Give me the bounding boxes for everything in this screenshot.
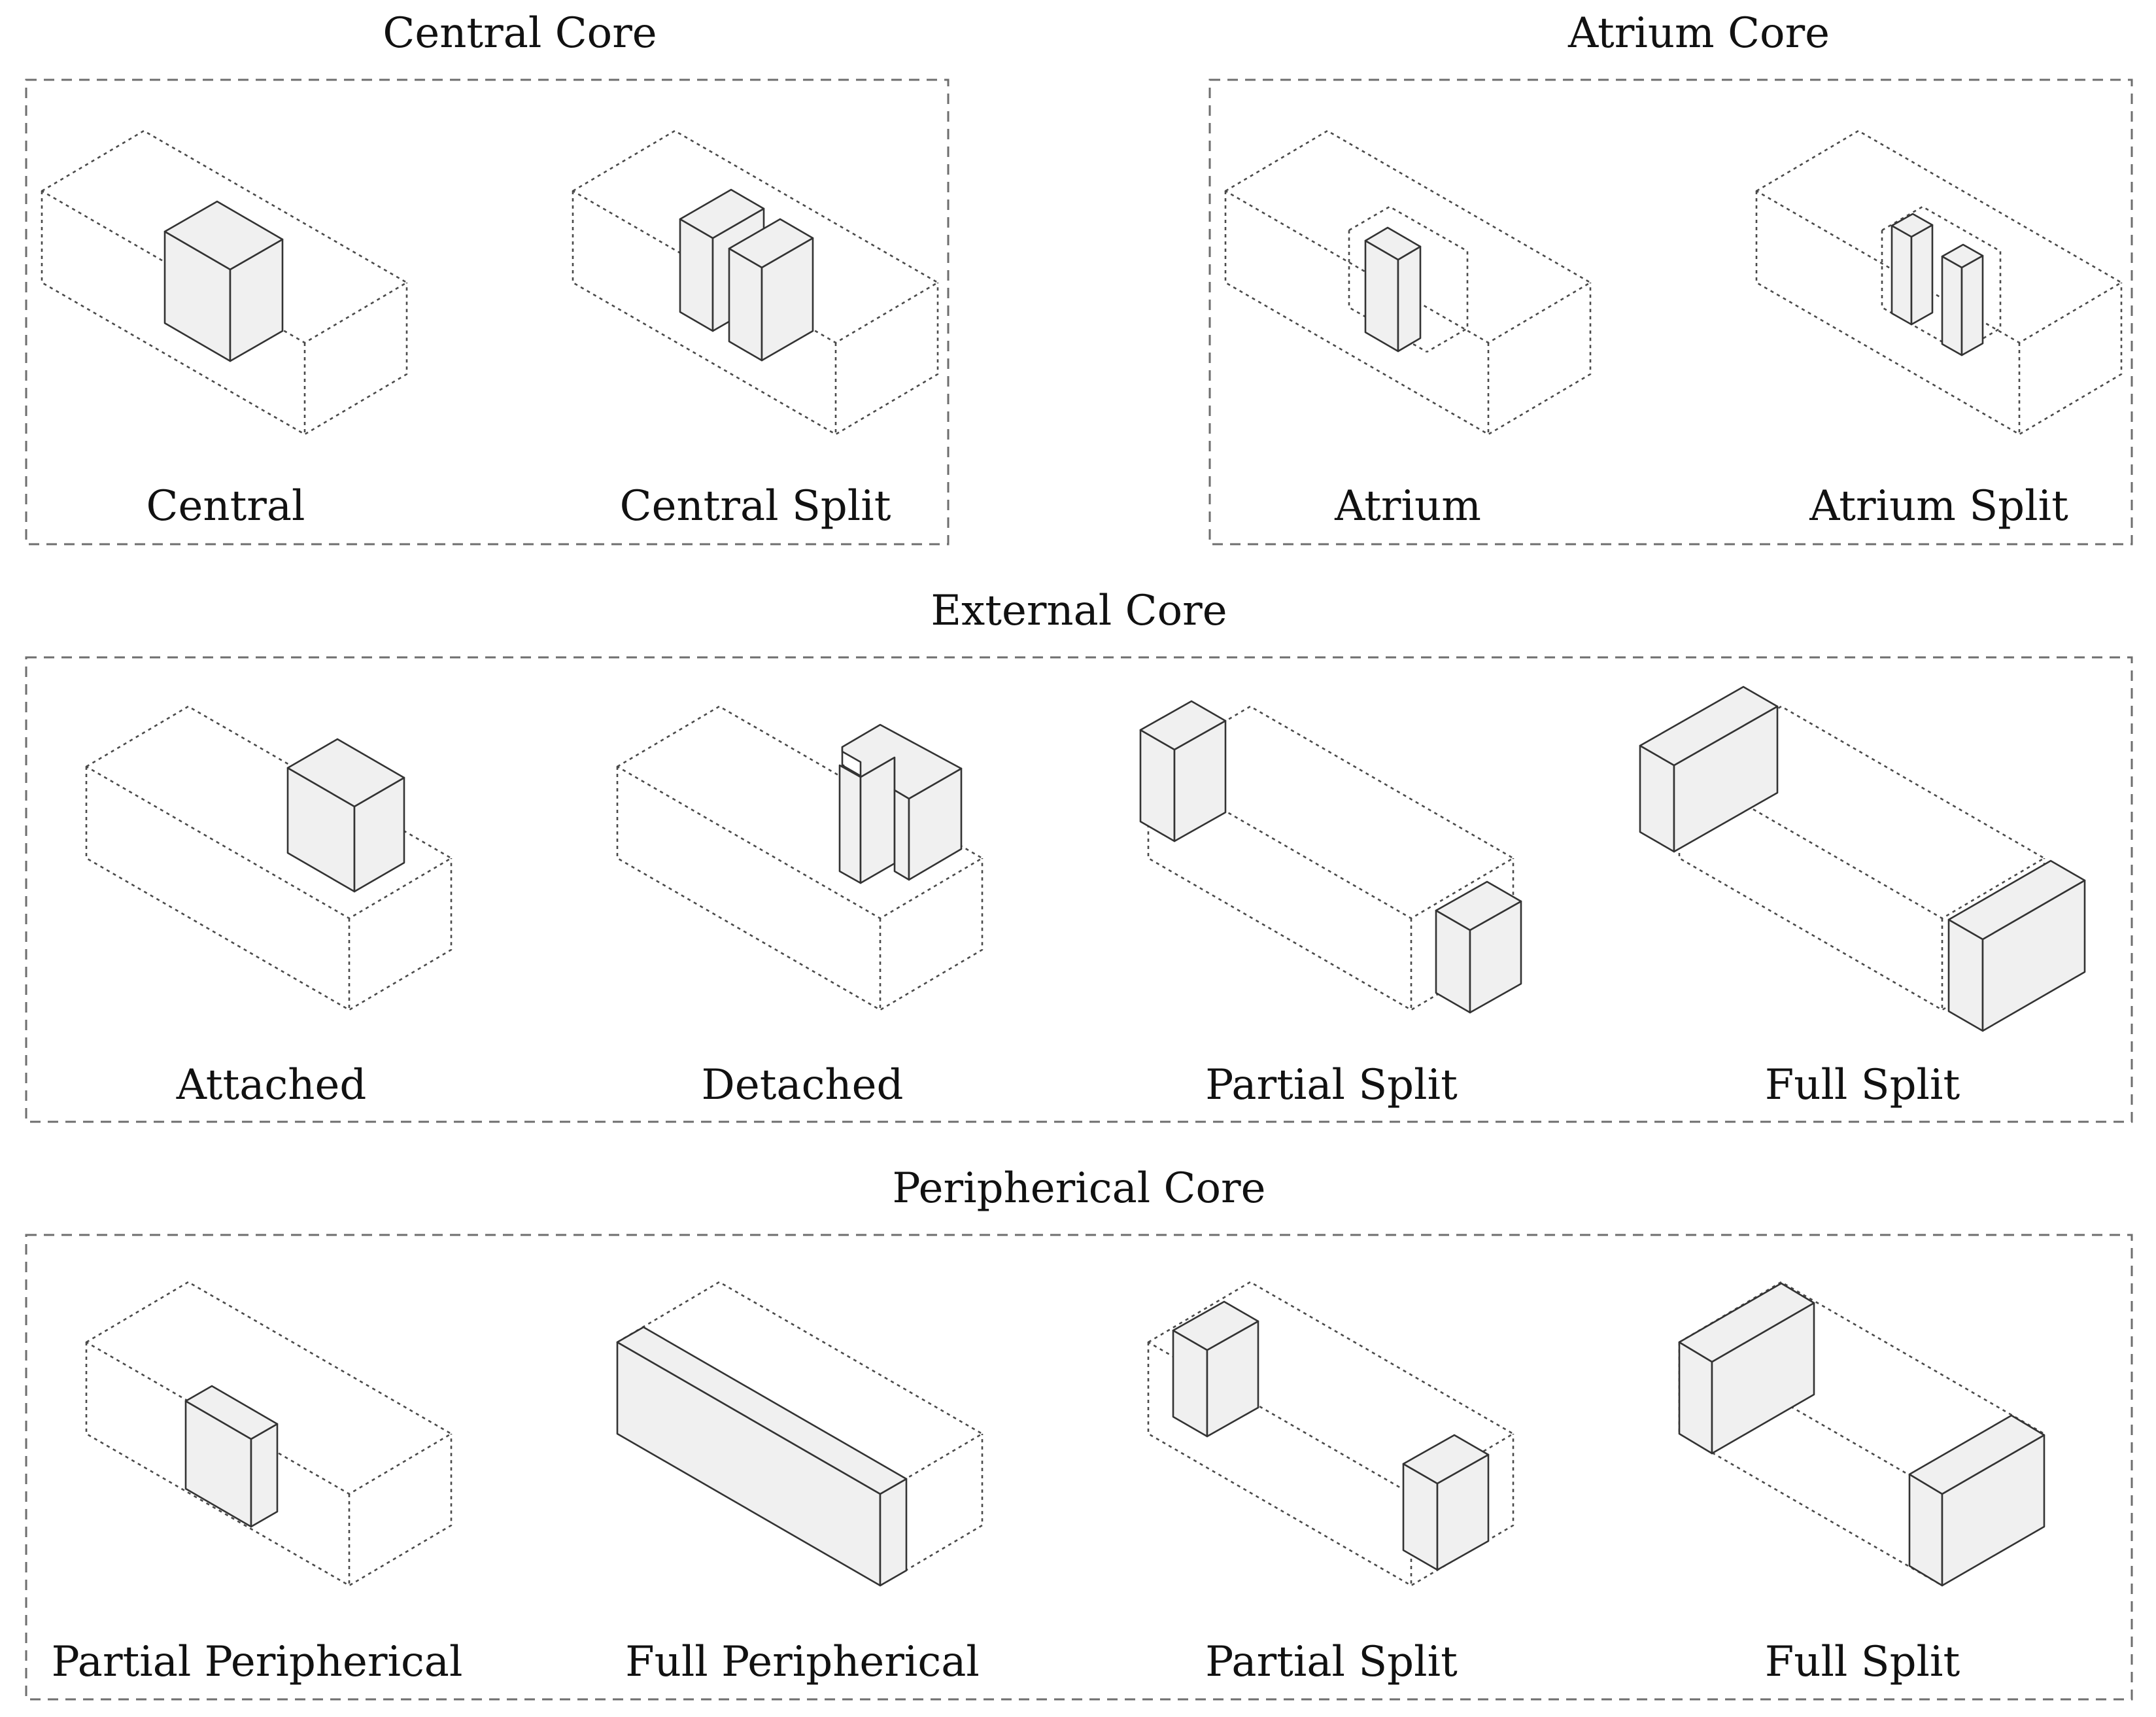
group-external-core: External Core Attached <box>25 587 2133 1123</box>
group-title: Peripherical Core <box>892 1164 1265 1213</box>
cell-detached: Detached <box>616 705 984 1109</box>
floor-plate-top <box>616 705 984 920</box>
cell-partial-split: Partial Split <box>1147 1281 1514 1686</box>
cell-atrium: Atrium <box>1224 130 1592 530</box>
cell-partial-peripherical: Partial Peripherical <box>52 1281 463 1686</box>
cell-label: Attached <box>176 1061 367 1109</box>
core-block-left <box>1891 213 1934 326</box>
cell-central: Central <box>41 130 408 530</box>
cell-attached: Attached <box>85 705 453 1109</box>
core-block <box>163 200 284 362</box>
group-title: External Core <box>931 587 1227 635</box>
core-slab-front <box>1947 859 2086 1032</box>
floor-plate-sides <box>1755 191 2123 436</box>
atrium-void <box>1881 205 2002 353</box>
group-frame <box>25 656 2133 1123</box>
core-block-right <box>1941 243 1984 356</box>
cell-label: Full Split <box>1765 1638 1960 1686</box>
cell-label: Atrium <box>1334 482 1481 530</box>
cell-label: Central Split <box>620 482 891 530</box>
core-wall <box>616 1326 908 1587</box>
group-title: Atrium Core <box>1567 9 1830 58</box>
cell-label: Partial Peripherical <box>52 1638 463 1686</box>
cell-label: Detached <box>702 1061 904 1109</box>
cell-central-split: Central Split <box>572 130 939 530</box>
group-atrium-core: Atrium Core Atrium <box>1208 9 2133 546</box>
floor-plate-top <box>1147 705 1514 920</box>
core-block <box>1364 226 1422 353</box>
floor-plate-top <box>1678 1281 2045 1495</box>
core-block <box>184 1385 279 1528</box>
core-block-rear <box>1139 700 1227 842</box>
cell-label: Partial Split <box>1205 1638 1458 1686</box>
cell-label: Full Split <box>1765 1061 1960 1109</box>
core-block-front <box>1402 1434 1490 1571</box>
group-frame <box>1208 78 2133 546</box>
floor-plate-top <box>1755 130 2123 344</box>
group-frame <box>25 1234 2133 1701</box>
cell-partial-split: Partial Split <box>1139 700 1522 1109</box>
group-peripherical-core: Peripherical Core Partial Peripherical <box>25 1164 2133 1701</box>
core-slab-rear <box>1639 685 1779 853</box>
cell-label: Central <box>146 482 305 530</box>
core-block-c-shape <box>838 723 963 884</box>
floor-plate-top <box>1678 705 2045 920</box>
cell-full-split: Full Split <box>1678 1281 2045 1686</box>
cell-atrium-split: Atrium Split <box>1755 130 2123 530</box>
core-block <box>286 738 405 893</box>
group-central-core: Central Core Central <box>25 9 950 546</box>
cell-label: Atrium Split <box>1809 482 2068 530</box>
core-block-front <box>728 218 814 362</box>
cell-label: Partial Split <box>1205 1061 1458 1109</box>
floor-plate-top <box>85 705 453 920</box>
cell-label: Full Peripherical <box>625 1638 980 1686</box>
core-slab-front <box>1908 1414 2045 1587</box>
group-title: Central Core <box>383 9 657 58</box>
cell-full-split: Full Split <box>1639 685 2086 1109</box>
core-slab-rear <box>1678 1282 1815 1455</box>
core-block-rear <box>1172 1300 1259 1438</box>
core-block-front <box>1435 880 1522 1014</box>
group-frame <box>25 78 950 546</box>
cell-full-peripherical: Full Peripherical <box>616 1281 984 1686</box>
floor-plate-top <box>1147 1281 1514 1495</box>
